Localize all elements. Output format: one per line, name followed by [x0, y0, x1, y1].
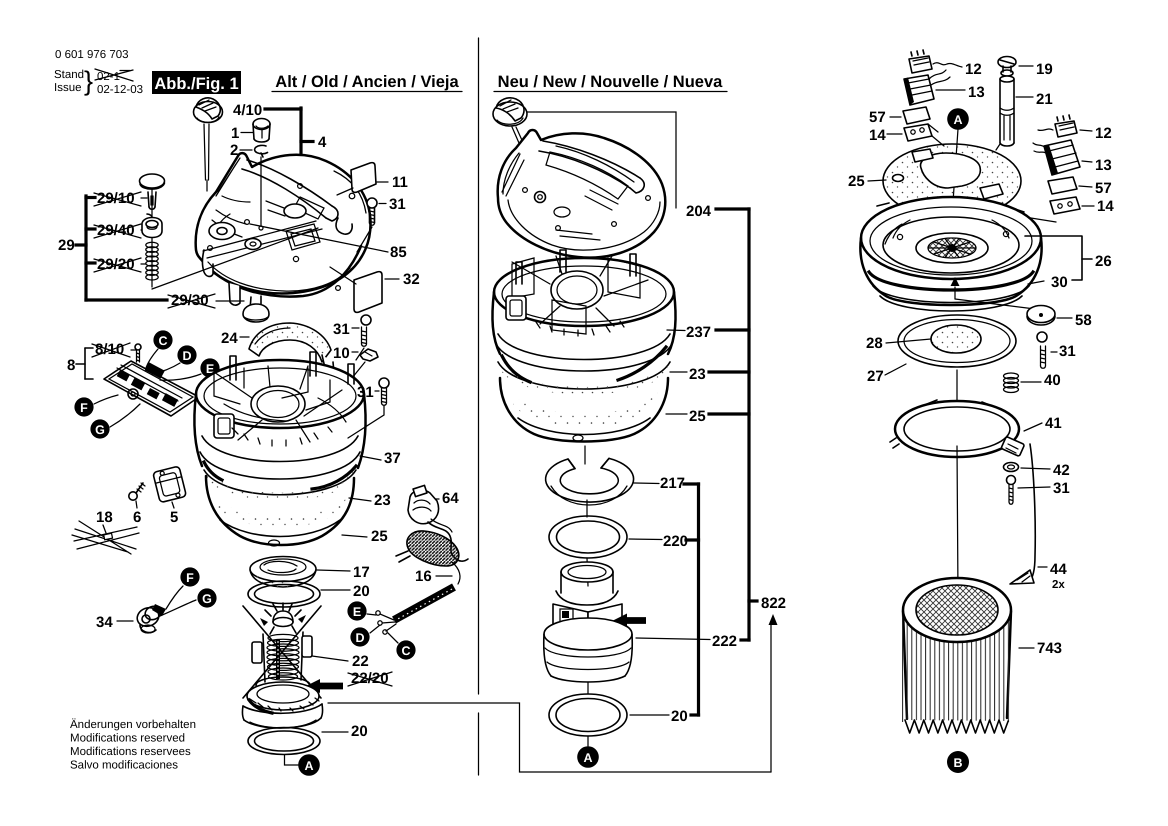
- svg-text:4/10: 4/10: [233, 102, 262, 119]
- svg-text:37: 37: [384, 450, 401, 467]
- svg-text:13: 13: [968, 84, 985, 101]
- svg-text:32: 32: [403, 271, 420, 288]
- svg-text:20: 20: [351, 723, 368, 740]
- svg-text:Salvo modificaciones: Salvo modificaciones: [70, 760, 178, 772]
- svg-text:20: 20: [671, 708, 688, 725]
- svg-text:8: 8: [67, 357, 75, 374]
- svg-text:44: 44: [1050, 561, 1067, 578]
- svg-text:57: 57: [1095, 180, 1112, 197]
- svg-text:12: 12: [965, 61, 982, 78]
- svg-text:Änderungen vorbehalten: Änderungen vorbehalten: [70, 718, 196, 731]
- svg-text:40: 40: [1044, 372, 1061, 389]
- svg-text:C: C: [401, 644, 410, 658]
- svg-text:E: E: [206, 362, 214, 376]
- svg-text:Issue: Issue: [54, 82, 82, 94]
- svg-text:F: F: [80, 401, 88, 415]
- svg-text:31: 31: [1059, 343, 1076, 360]
- svg-text:31: 31: [1053, 480, 1070, 497]
- svg-text:Alt / Old / Ancien / Vieja: Alt / Old / Ancien / Vieja: [275, 73, 459, 91]
- svg-text:16: 16: [415, 568, 432, 585]
- svg-text:6: 6: [133, 509, 141, 526]
- svg-text:19: 19: [1036, 61, 1053, 78]
- svg-text:Modifications reserved: Modifications reserved: [70, 733, 185, 745]
- svg-text:14: 14: [869, 127, 886, 144]
- svg-text:02-12-03: 02-12-03: [97, 84, 143, 96]
- svg-text:25: 25: [689, 408, 706, 425]
- svg-text:11: 11: [392, 174, 408, 191]
- svg-text:B: B: [953, 756, 962, 770]
- svg-text:57: 57: [869, 109, 886, 126]
- svg-text:822: 822: [761, 595, 786, 612]
- svg-text:17: 17: [353, 564, 370, 581]
- svg-text:10: 10: [333, 345, 350, 362]
- svg-text:2: 2: [230, 142, 238, 159]
- svg-text:41: 41: [1045, 415, 1062, 432]
- svg-text:G: G: [95, 423, 105, 437]
- svg-text:A: A: [953, 113, 962, 127]
- svg-text:58: 58: [1075, 312, 1092, 329]
- svg-text:26: 26: [1095, 253, 1112, 270]
- svg-text:23: 23: [374, 492, 391, 509]
- svg-text:5: 5: [170, 509, 178, 526]
- svg-text:18: 18: [96, 509, 113, 526]
- svg-text:31: 31: [333, 321, 350, 338]
- svg-text:25: 25: [848, 173, 865, 190]
- svg-text:E: E: [353, 605, 361, 619]
- svg-text:27: 27: [867, 368, 884, 385]
- svg-text:85: 85: [390, 244, 407, 261]
- svg-text:31: 31: [389, 196, 406, 213]
- svg-text:29: 29: [58, 237, 75, 254]
- svg-text:25: 25: [371, 528, 388, 545]
- svg-text:28: 28: [866, 335, 883, 352]
- svg-text:34: 34: [96, 614, 113, 631]
- svg-text:31: 31: [357, 384, 374, 401]
- svg-text:C: C: [158, 334, 167, 348]
- svg-text:21: 21: [1036, 91, 1053, 108]
- svg-text:12: 12: [1095, 125, 1112, 142]
- svg-text:222: 222: [712, 633, 737, 650]
- svg-text:14: 14: [1097, 198, 1114, 215]
- svg-text:Stand: Stand: [54, 69, 84, 81]
- svg-text:20: 20: [353, 583, 370, 600]
- svg-text:30: 30: [1051, 274, 1068, 291]
- svg-text:F: F: [186, 571, 194, 585]
- svg-text:G: G: [202, 592, 212, 606]
- svg-text:D: D: [182, 349, 191, 363]
- svg-text:42: 42: [1053, 462, 1070, 479]
- svg-text:Abb./Fig. 1: Abb./Fig. 1: [154, 75, 238, 93]
- svg-text:204: 204: [686, 203, 712, 220]
- svg-text:64: 64: [442, 490, 459, 507]
- svg-text:A: A: [583, 751, 592, 765]
- svg-text:22: 22: [352, 653, 369, 670]
- svg-text:13: 13: [1095, 157, 1112, 174]
- svg-text:4: 4: [318, 134, 327, 151]
- svg-text:}: }: [84, 66, 93, 96]
- svg-text:23: 23: [689, 366, 706, 383]
- svg-text:237: 237: [686, 324, 711, 341]
- svg-text:A: A: [304, 759, 313, 773]
- svg-text:2x: 2x: [1052, 579, 1065, 591]
- svg-text:220: 220: [663, 533, 688, 550]
- svg-text:Neu / New / Nouvelle / Nueva: Neu / New / Nouvelle / Nueva: [498, 73, 723, 91]
- svg-text:1: 1: [231, 125, 239, 142]
- svg-text:743: 743: [1037, 640, 1062, 657]
- svg-text:D: D: [355, 631, 364, 645]
- svg-text:24: 24: [221, 330, 238, 347]
- svg-text:0 601 976 703: 0 601 976 703: [55, 49, 129, 61]
- svg-text:217: 217: [660, 475, 685, 492]
- svg-text:Modifications reservees: Modifications reservees: [70, 746, 191, 758]
